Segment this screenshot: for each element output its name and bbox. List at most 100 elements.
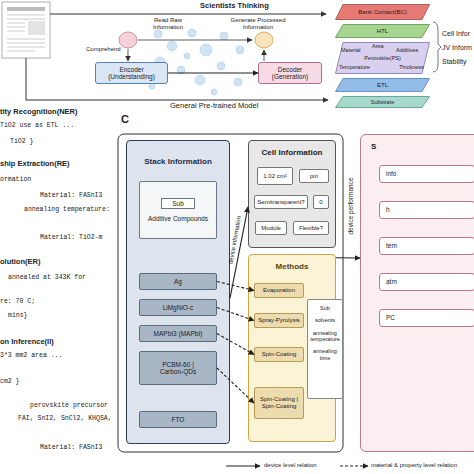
node-title: PCBM-60 | Carbon-QDs [153, 361, 203, 376]
task-heading: on Inference(II) [0, 338, 54, 347]
node-text: solvents [315, 317, 335, 323]
node-title: Ag [174, 278, 182, 285]
node-text: Additive Compounds [148, 215, 208, 222]
encoder-box: Encoder (Understanding) [95, 62, 168, 84]
legend-text: device level relation [264, 462, 317, 469]
flow-line [26, 58, 328, 100]
node-title: Evaporation [263, 287, 295, 294]
flow-line [138, 40, 252, 41]
property-box: h [379, 201, 474, 219]
layer-outline [336, 43, 430, 74]
node-content: h [380, 202, 474, 218]
example-text: ormation [0, 176, 31, 183]
task-heading: tity Recognition(NER) [0, 108, 78, 117]
node-content: Flexible? [294, 222, 328, 234]
flow-label: Read Raw Information [142, 17, 194, 31]
flow-label: Generate Processed Information [226, 17, 290, 31]
method-box: Evaporation [254, 283, 304, 298]
example-text: cm2 } [0, 378, 20, 385]
property-box: PC [379, 309, 474, 327]
node-title: Decoder (Generation) [259, 66, 321, 81]
value-box: pin [299, 169, 329, 183]
node-title: h [386, 206, 390, 213]
node-content: Bank Contact(BC) [335, 4, 430, 20]
flow-label: General Pre-trained Model [170, 102, 258, 111]
device-relation-arrow [168, 72, 258, 73]
node-content: LiMgNiO-c [140, 300, 216, 315]
example-text: re: 70 C; [0, 298, 35, 305]
property-box: info [379, 165, 474, 183]
node-title: LiMgNiO-c [163, 304, 194, 311]
panel-frame [118, 134, 343, 452]
layer-band: HTL [335, 24, 430, 38]
method-box: Spin-Coating | Spin-Coating [254, 387, 304, 419]
layer-band: ETL [335, 78, 430, 92]
node-title: Sub [161, 198, 195, 209]
layer-box: PCBM-60 | Carbon-QDs [139, 351, 217, 385]
node-title: Sub [320, 305, 330, 311]
node-title: PC [386, 314, 395, 321]
node-content: Spin-Coating | Spin-Coating [255, 388, 303, 418]
node-title: Spin-Coating [262, 351, 297, 358]
node-title: Spin-Coating | Spin-Coating [256, 396, 302, 410]
layer-box: FTO [139, 411, 217, 428]
node-content: Encoder (Understanding) [96, 63, 167, 83]
device-relation-arrow [336, 257, 360, 258]
node-title: S [371, 142, 376, 151]
node-title: Bank Contact(BC) [358, 9, 406, 16]
layer-band: Bank Contact(BC) [335, 4, 430, 20]
node-content: Decoder (Generation) [259, 63, 321, 83]
node-title: 1.02 cm² [263, 173, 286, 180]
node-title: pin [310, 173, 318, 180]
edge-label: device performance [347, 177, 354, 234]
example-text: annealed at 343K for [8, 274, 86, 281]
layer-band: Substrate [335, 96, 430, 108]
property-label: Material [341, 47, 361, 53]
property-label: Temperature [339, 64, 370, 70]
brain-icon [255, 32, 273, 48]
node-content: 0 [314, 196, 328, 208]
property-label: Additives [396, 47, 418, 53]
legend-sample [226, 465, 260, 466]
layer-box: Ag [139, 273, 217, 290]
flow-line [50, 14, 326, 15]
value-box: Flexible? [293, 221, 329, 235]
node-title: tem [386, 242, 397, 249]
value-box: Semitransparent? [254, 195, 308, 209]
node-content: Spray-Pyrolysis [255, 314, 303, 327]
paper-thumbnail [2, 2, 50, 58]
node-title: HTL [377, 28, 388, 35]
node-content: Module [256, 222, 286, 234]
example-text: TiO2 } [10, 138, 33, 145]
node-title: Module [261, 225, 281, 232]
layer-outline [336, 97, 430, 108]
task-heading: olution(ER) [0, 258, 40, 267]
node-content: Evaporation [255, 284, 303, 297]
example-text: FAI, SnI2, SnCl2, KHQSA, [18, 415, 112, 422]
example-text: 3*3 mm2 area ... [0, 352, 62, 359]
node-content: ETL [335, 78, 430, 92]
layer-box: LiMgNiO-c [139, 299, 217, 316]
node-content: MAPbI3 (MAPbI) [140, 326, 216, 341]
node-title: 0 [319, 199, 322, 206]
node-title: Stack Information [144, 157, 212, 166]
example-text: annealing temperature: [24, 206, 110, 213]
example-text: TiO2 use as ETL ... [0, 122, 74, 129]
node-content: Spin-Coating [255, 348, 303, 361]
parameter-box: Subsolventsannealing temperatureannealin… [307, 299, 343, 399]
node-title: FTO [172, 416, 185, 423]
legend-text: material & property level relation [371, 462, 457, 469]
node-title: Encoder (Understanding) [96, 66, 167, 81]
group-box: Stack InformationSubAdditive CompoundsAg… [126, 140, 230, 444]
value-box: 0 [313, 195, 329, 209]
decoder-box: Decoder (Generation) [258, 62, 322, 84]
layer-outline [336, 79, 430, 92]
node-content: Subsolventsannealing temperatureannealin… [308, 300, 342, 398]
node-content: info [380, 166, 474, 182]
bracket [433, 22, 441, 72]
flow-line [264, 50, 265, 61]
node-title: Spray-Pyrolysis [258, 317, 300, 324]
node-content: pin [300, 170, 328, 182]
property-label: Thickness [399, 64, 424, 70]
output-label: Stability [442, 58, 467, 66]
